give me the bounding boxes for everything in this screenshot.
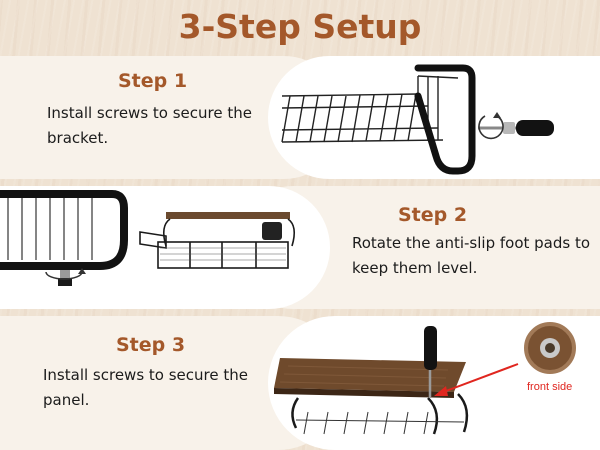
step-2-instruction: Rotate the anti-slip foot pads to keep t… <box>352 234 591 277</box>
page-title: 3-Step Setup <box>178 7 422 46</box>
step-3-heading: Step 3 <box>116 334 186 356</box>
panel-screw-illustration <box>274 322 576 435</box>
rack-bracket-illustration <box>281 64 554 175</box>
front-side-label: front side <box>527 381 573 393</box>
step-1-section: Step 1 Install screws to secure the brac… <box>0 56 600 179</box>
foot-pad-illustration <box>0 190 296 286</box>
step-1-heading: Step 1 <box>118 70 188 92</box>
step-2-heading: Step 2 <box>398 204 468 226</box>
step-2-section: Step 2 Rotate the anti-slip foot pads to… <box>0 186 600 309</box>
step-3-instruction: Install screws to secure the panel. <box>43 366 248 409</box>
step-1-photo <box>268 56 600 179</box>
step-3-section: Step 3 Install screws to secure the pane… <box>0 316 600 450</box>
step-1-instruction: Install screws to secure the bracket. <box>47 104 252 147</box>
step-2-photo <box>0 186 330 309</box>
step-3-photo <box>268 316 600 450</box>
